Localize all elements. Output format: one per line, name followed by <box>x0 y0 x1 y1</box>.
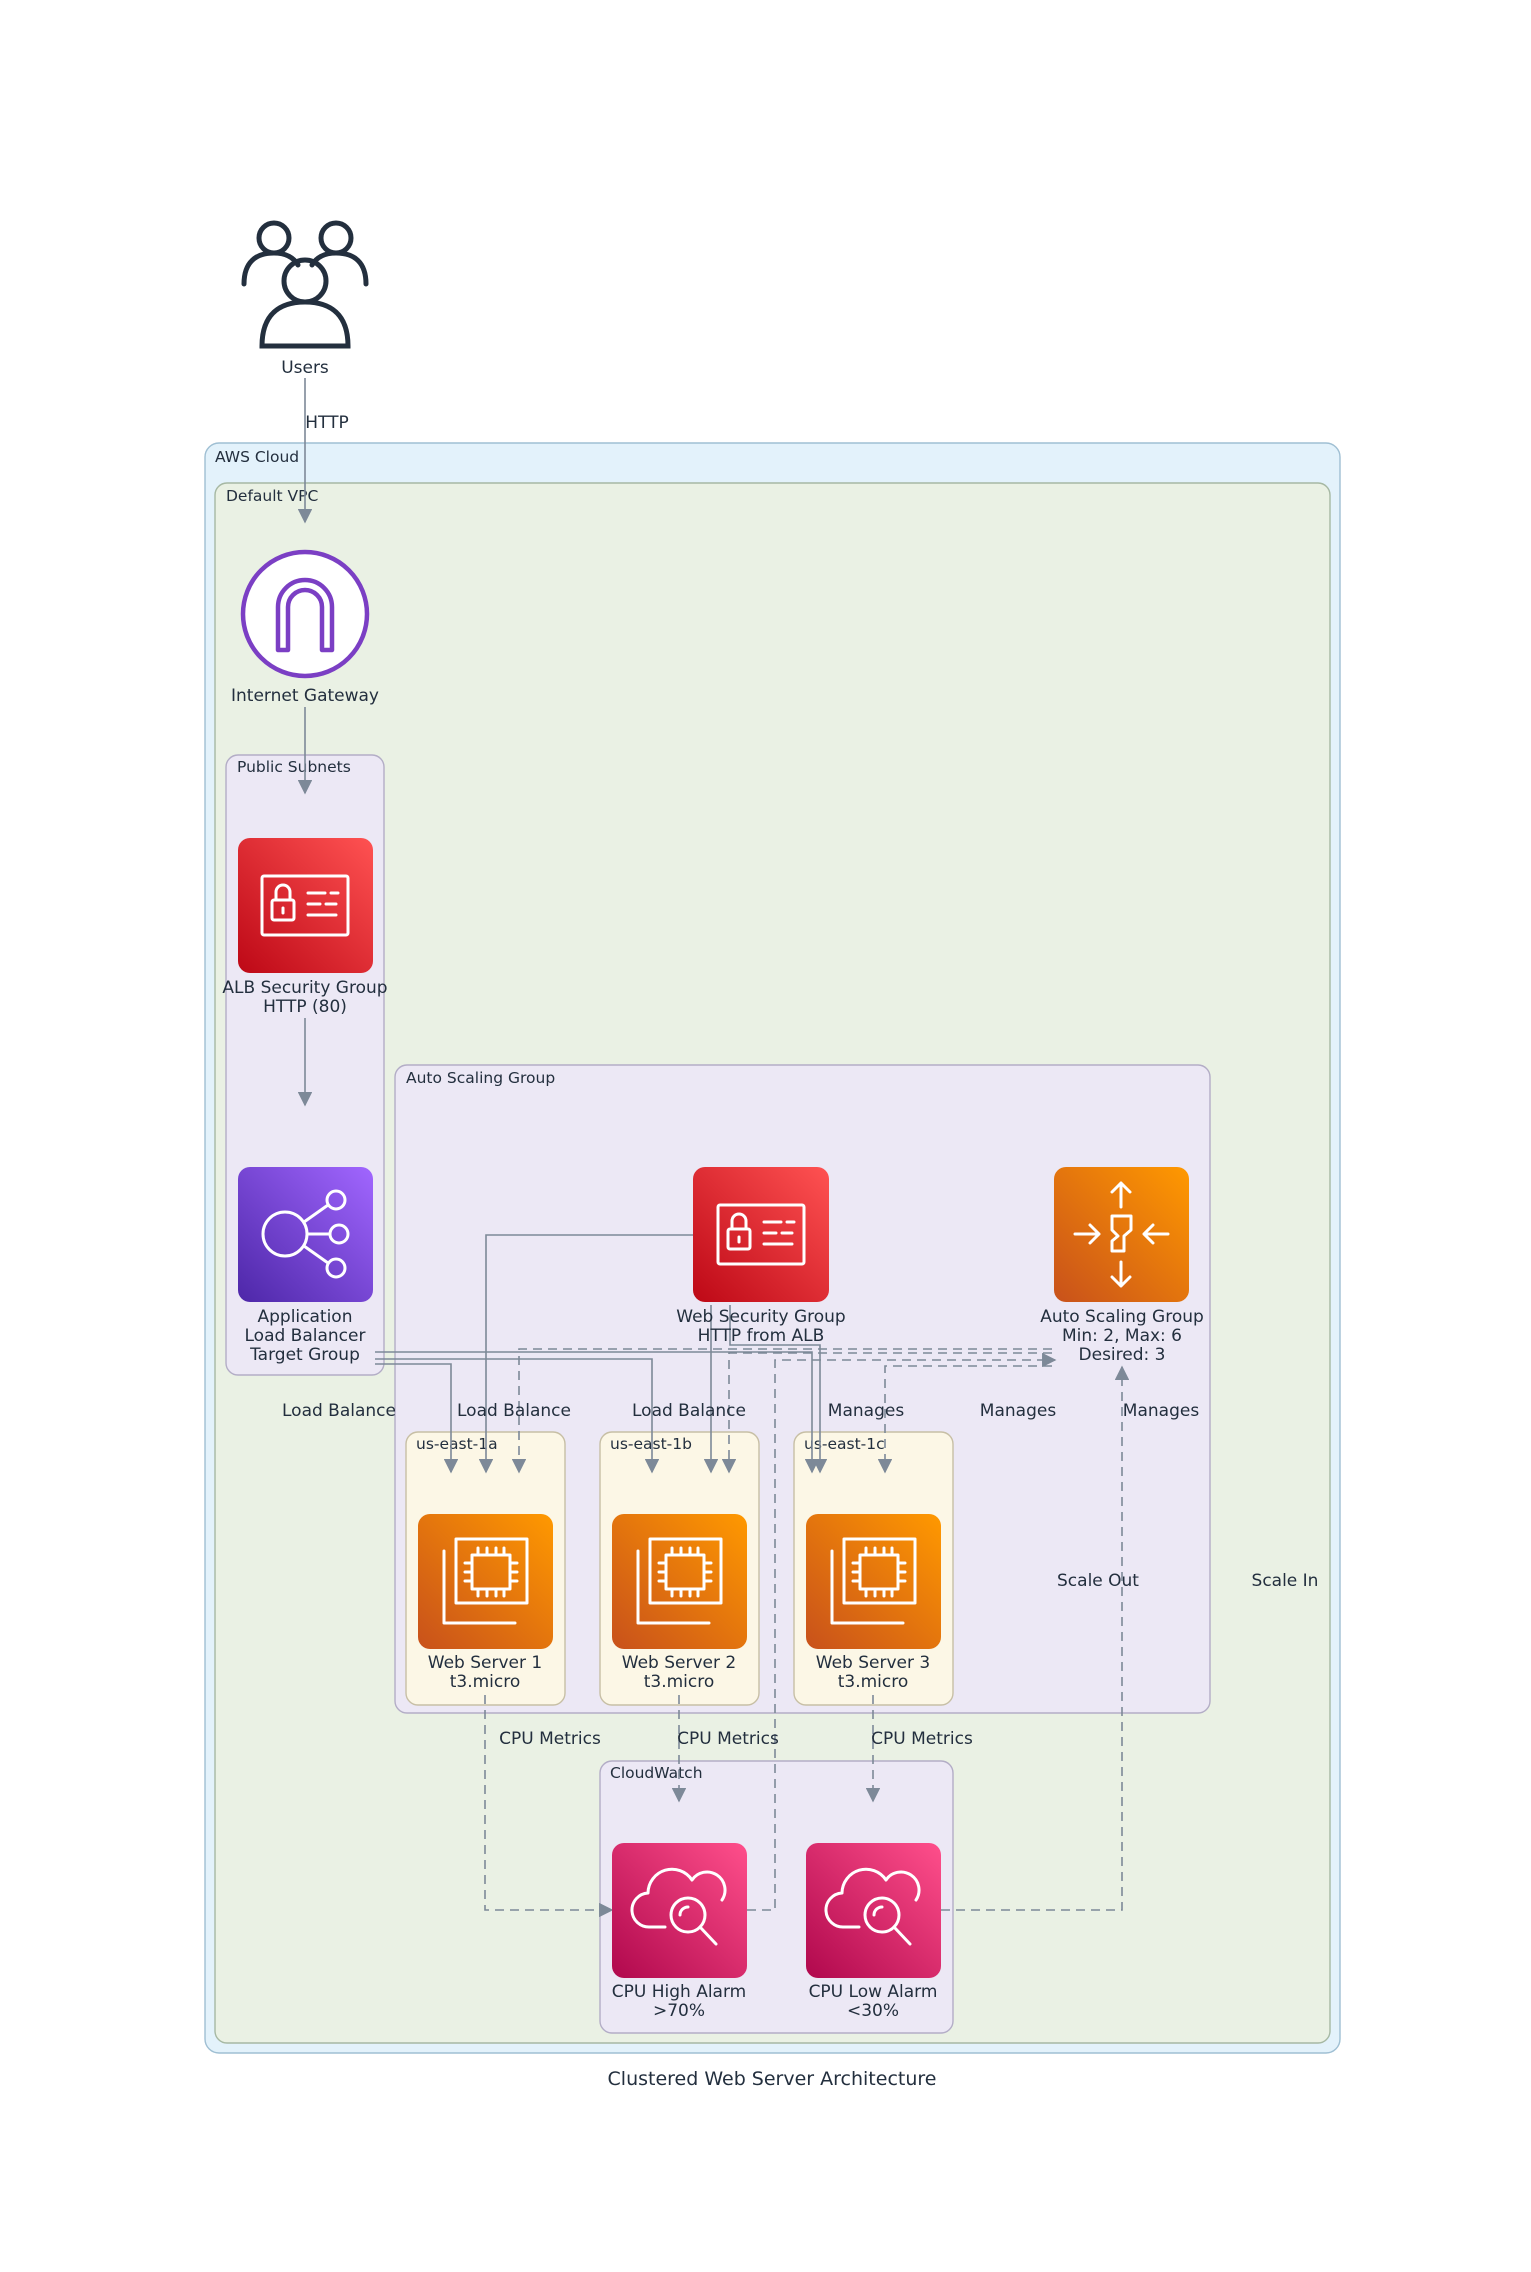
edge-ws1-cpuhigh <box>484 1695 614 1918</box>
ec2-instance-icon <box>806 1514 941 1649</box>
edge-cpulow-asg-scale-in <box>941 1365 1130 1911</box>
edge-cpuhigh-asg-scale-out <box>747 1352 1057 1911</box>
ec2-instance-icon <box>418 1514 553 1649</box>
public-subnets-label: Public Subnets <box>237 758 351 776</box>
cpu-low-alarm-node[interactable]: CPU Low Alarm <30% <box>806 1843 941 2021</box>
edge-alb-ws1 <box>375 1363 459 1474</box>
web-server-3-type: t3.micro <box>838 1672 909 1692</box>
aws-cloud-label: AWS Cloud <box>215 448 299 466</box>
alb-security-group-node[interactable]: ALB Security Group HTTP (80) <box>222 838 388 1017</box>
edge-label-http: HTTP <box>305 413 349 433</box>
alb-security-group-label: ALB Security Group <box>222 978 387 998</box>
edge-label-load-balance-1: Load Balance <box>282 1401 396 1421</box>
vpc-label: Default VPC <box>226 487 318 505</box>
edge-alb-ws3 <box>375 1351 820 1474</box>
ec2-instance-icon <box>612 1514 747 1649</box>
web-security-group-label: Web Security Group <box>676 1307 845 1327</box>
cloudwatch-alarm-icon <box>612 1843 747 1978</box>
asg-node-label: Auto Scaling Group <box>1040 1307 1204 1327</box>
internet-gateway-label: Internet Gateway <box>231 686 379 706</box>
internet-gateway-icon <box>240 549 370 679</box>
edge-label-cpu-metrics-2: CPU Metrics <box>677 1729 779 1749</box>
web-server-1-label: Web Server 1 <box>428 1653 542 1673</box>
az-a-label: us-east-1a <box>416 1435 498 1453</box>
edge-labels: HTTP Load Balance Load Balance Load Bala… <box>282 413 1318 1749</box>
users-node[interactable]: Users <box>241 220 369 378</box>
web-security-group-node[interactable]: Web Security Group HTTP from ALB <box>676 1167 846 1346</box>
web-server-1-node[interactable]: Web Server 1 t3.micro <box>418 1514 553 1692</box>
edge-label-cpu-metrics-3: CPU Metrics <box>871 1729 973 1749</box>
alb-security-group-icon <box>238 838 373 973</box>
cpu-high-alarm-label: CPU High Alarm <box>612 1982 746 2002</box>
edge-label-manages-1: Manages <box>828 1401 905 1421</box>
edge-label-scale-out: Scale Out <box>1057 1571 1139 1591</box>
asg-node-desired: Desired: 3 <box>1079 1345 1166 1365</box>
alb-label-line2: Load Balancer <box>245 1326 366 1346</box>
edge-asg-ws1 <box>511 1348 1052 1474</box>
edge-asg-ws2 <box>721 1352 1052 1474</box>
cpu-low-alarm-threshold: <30% <box>847 2001 899 2021</box>
application-load-balancer-node[interactable]: Application Load Balancer Target Group <box>238 1167 373 1365</box>
asg-group: Auto Scaling Group <box>394 1064 1211 1714</box>
edge-label-manages-3: Manages <box>1123 1401 1200 1421</box>
web-security-group-icon <box>693 1167 829 1302</box>
asg-group-label: Auto Scaling Group <box>406 1069 555 1087</box>
cpu-high-alarm-node[interactable]: CPU High Alarm >70% <box>612 1843 747 2021</box>
web-server-2-type: t3.micro <box>644 1672 715 1692</box>
edge-asg-ws3 <box>877 1365 1052 1474</box>
cloudwatch-label: CloudWatch <box>610 1764 703 1782</box>
alb-label-line3: Target Group <box>249 1345 360 1365</box>
edge-websg-ws1 <box>478 1234 693 1474</box>
internet-gateway-node[interactable]: Internet Gateway <box>231 549 379 706</box>
edges <box>297 378 1130 1918</box>
web-server-2-label: Web Server 2 <box>622 1653 736 1673</box>
edge-websg-ws3 <box>729 1305 828 1474</box>
auto-scaling-group-node[interactable]: Auto Scaling Group Min: 2, Max: 6 Desire… <box>1040 1167 1204 1365</box>
alb-security-group-rule: HTTP (80) <box>263 997 347 1017</box>
web-security-group-rule: HTTP from ALB <box>698 1326 825 1346</box>
web-server-3-label: Web Server 3 <box>816 1653 930 1673</box>
cloudwatch-alarm-icon <box>806 1843 941 1978</box>
edge-label-load-balance-2: Load Balance <box>457 1401 571 1421</box>
cpu-low-alarm-label: CPU Low Alarm <box>809 1982 938 2002</box>
az-b-label: us-east-1b <box>610 1435 692 1453</box>
edge-label-manages-2: Manages <box>980 1401 1057 1421</box>
edge-label-load-balance-3: Load Balance <box>632 1401 746 1421</box>
edge-alb-ws2 <box>375 1358 660 1474</box>
diagram-title: Clustered Web Server Architecture <box>608 2068 937 2090</box>
web-server-2-node[interactable]: Web Server 2 t3.micro <box>612 1514 747 1692</box>
cpu-high-alarm-threshold: >70% <box>653 2001 705 2021</box>
load-balancer-icon <box>238 1167 373 1302</box>
az-c-label: us-east-1c <box>804 1435 885 1453</box>
web-server-1-type: t3.micro <box>450 1672 521 1692</box>
auto-scaling-icon <box>1054 1167 1189 1302</box>
edge-label-cpu-metrics-1: CPU Metrics <box>499 1729 601 1749</box>
edge-label-scale-in: Scale In <box>1252 1571 1319 1591</box>
alb-label-line1: Application <box>258 1307 353 1327</box>
web-server-3-node[interactable]: Web Server 3 t3.micro <box>806 1514 941 1692</box>
asg-node-capacity: Min: 2, Max: 6 <box>1062 1326 1182 1346</box>
users-label: Users <box>281 358 329 378</box>
users-icon <box>241 220 369 349</box>
